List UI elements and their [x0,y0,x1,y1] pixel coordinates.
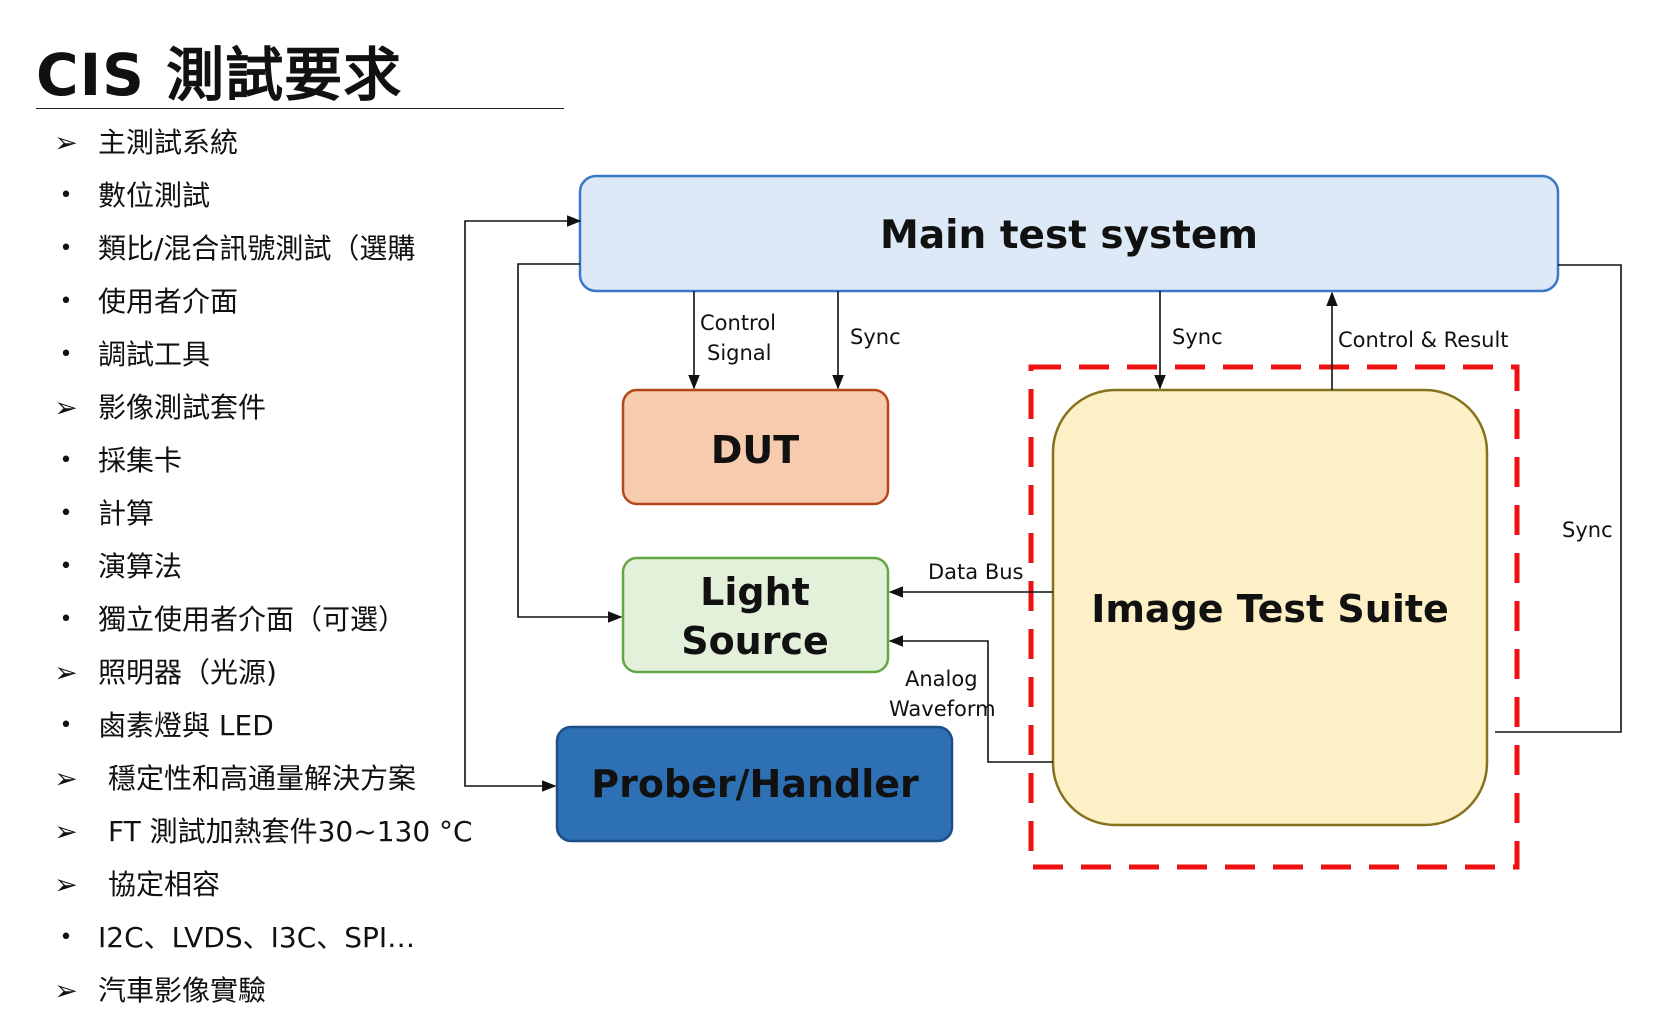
analog-waveform-label-line1: Analog [905,667,978,691]
analog-waveform-label-line2: Waveform [889,697,996,721]
list-item-text: 使用者介面 [98,285,239,318]
sync-dut-label: Sync [850,325,901,349]
dot-bullet-icon: • [59,289,73,314]
arrow-bullet-icon: ➢ [54,762,78,795]
list-item-text: 汽車影像實驗 [98,974,267,1007]
list-item: • 類比/混合訊號測試（選購 [48,222,518,275]
list-item-text: 照明器（光源) [98,656,277,689]
light-source-box [621,556,890,674]
list-item: ➢ 影像測試套件 [48,381,518,434]
list-item-text: 鹵素燈與 LED [98,709,274,742]
dot-bullet-icon: • [59,448,73,473]
arrow-bullet-icon: ➢ [54,126,78,159]
control-signal-label-line2: Signal [707,341,772,365]
dut-label: DUT [711,428,799,472]
list-item: • 採集卡 [48,434,518,487]
list-item-text: 主測試系統 [98,126,239,159]
dot-bullet-icon: • [59,183,73,208]
main-to-light-connector [517,263,623,623]
list-item: ➢ 照明器（光源) [48,646,518,699]
image-test-suite-highlight-frame [1028,364,1520,870]
sync-right-connector [1495,264,1622,733]
list-item: • 使用者介面 [48,275,518,328]
list-item: • 鹵素燈與 LED [48,699,518,752]
list-item: • 計算 [48,487,518,540]
dot-bullet-icon: • [59,501,73,526]
page-title: CIS 測試要求 [36,41,403,109]
title-underline [36,108,564,109]
list-item: • 數位測試 [48,169,518,222]
list-item: ➢ FT 測試加熱套件30~130 °C [48,805,518,858]
list-item: ➢ 協定相容 [48,858,518,911]
list-item: • 獨立使用者介面（可選） [48,593,518,646]
arrow-bullet-icon: ➢ [54,974,78,1007]
list-item: ➢ 穩定性和高通量解決方案 [48,752,518,805]
data-bus-label: Data Bus [928,560,1023,584]
control-result-label: Control & Result [1338,328,1509,352]
dot-bullet-icon: • [59,713,73,738]
image-test-suite-label: Image Test Suite [1091,587,1449,631]
list-item-text: 演算法 [98,550,183,583]
light-source-label-line1: Light [700,570,810,614]
list-item: • I2C、LVDS、I3C、SPI… [48,911,518,964]
dot-bullet-icon: • [59,342,73,367]
list-item-text: 計算 [98,497,155,530]
analog-waveform-connector [888,635,1053,763]
list-item-text: FT 測試加熱套件30~130 °C [108,815,473,848]
arrow-bullet-icon: ➢ [54,656,78,689]
sync-its-label: Sync [1172,325,1223,349]
list-item-text: I2C、LVDS、I3C、SPI… [98,921,416,954]
arrow-bullet-icon: ➢ [54,815,78,848]
light-source-label-line2: Source [681,619,829,663]
list-item: ➢ 汽車影像實驗 [48,964,518,1017]
list-item: • 調試工具 [48,328,518,381]
dot-bullet-icon: • [59,925,73,950]
list-item-text: 調試工具 [98,338,211,371]
arrow-bullet-icon: ➢ [54,868,78,901]
list-item-text: 獨立使用者介面（可選） [98,603,407,636]
dot-bullet-icon: • [59,607,73,632]
list-item-text: 類比/混合訊號測試（選購 [98,232,416,265]
list-item: • 演算法 [48,540,518,593]
dut-box [621,388,890,506]
sync-right-label: Sync [1562,518,1613,542]
image-test-suite-box [1051,388,1489,827]
prober-handler-label: Prober/Handler [591,762,919,806]
dot-bullet-icon: • [59,554,73,579]
arrow-bullet-icon: ➢ [54,391,78,424]
control-signal-label-line1: Control [700,311,776,335]
list-item-text: 穩定性和高通量解決方案 [108,762,417,795]
list-item-text: 採集卡 [98,444,183,477]
main-test-system-label: Main test system [880,213,1258,258]
requirements-list: ➢主測試系統 •數位測試 •類比/混合訊號測試（選購 •使用者介面 •調試工具 … [48,116,518,1017]
list-item-text: 協定相容 [108,868,221,901]
list-item: ➢ 主測試系統 [48,116,518,169]
main-prober-connector [464,215,582,792]
list-item-text: 數位測試 [98,179,211,212]
dot-bullet-icon: • [59,236,73,261]
list-item-text: 影像測試套件 [98,391,267,424]
